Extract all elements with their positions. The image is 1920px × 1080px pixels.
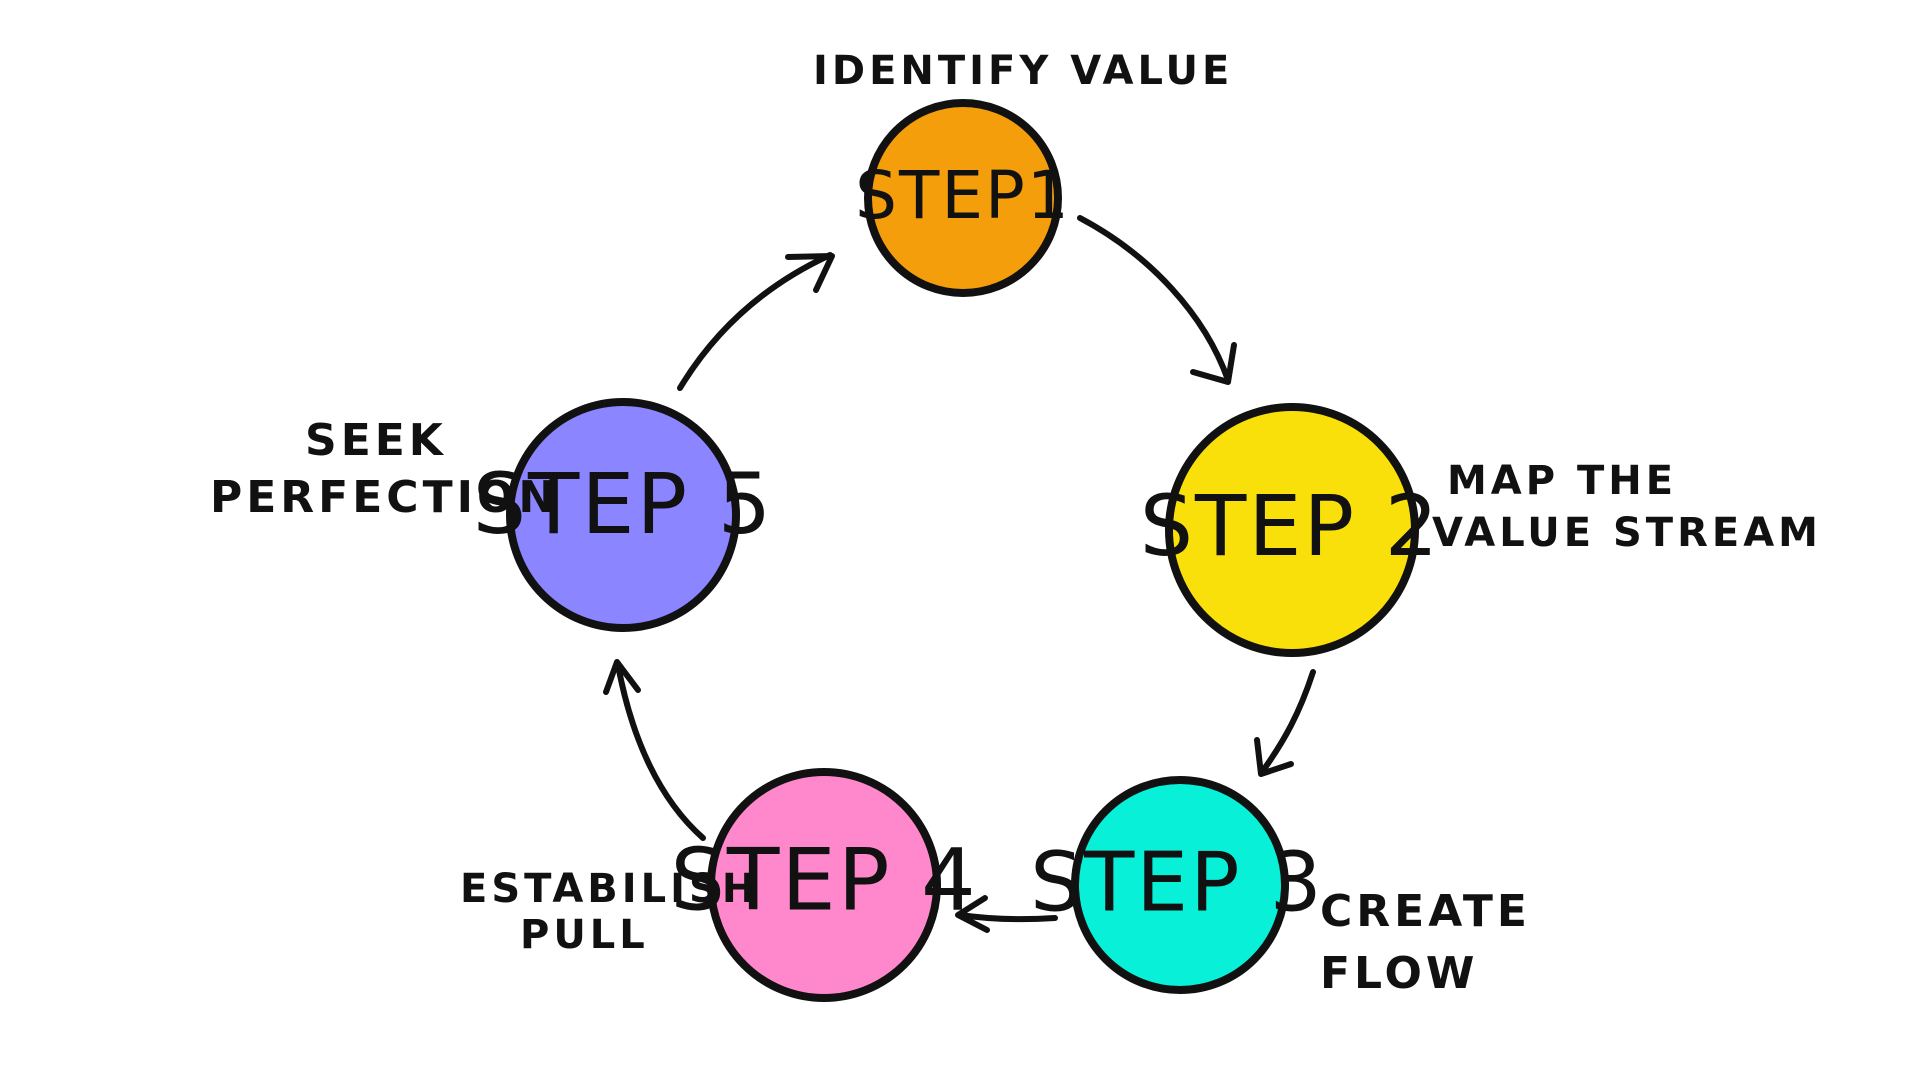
- step-1-label: STEP1: [855, 157, 1071, 234]
- arrow-step1-to-step2: [1077, 215, 1237, 385]
- step-3-caption-line-1: CREATE: [1320, 886, 1531, 937]
- step-5-caption-line-2: PERFECTION: [210, 472, 559, 523]
- step-1-circle: [864, 99, 1062, 297]
- step-4-circle: [707, 768, 941, 1002]
- step-4-caption-line-2: PULL: [520, 912, 649, 958]
- step-3-label: STEP 3: [1030, 835, 1324, 930]
- step-2-circle: [1165, 403, 1419, 657]
- cycle-arrows: [603, 215, 1316, 933]
- step-2: STEP 2 MAP THE VALUE STREAM: [1140, 403, 1822, 657]
- step-4: STEP 4 ESTABILISH PULL: [460, 768, 977, 1002]
- step-5-caption-line-1: SEEK: [305, 415, 447, 466]
- step-5-circle: [506, 398, 740, 632]
- step-1-caption: IDENTIFY VALUE: [813, 48, 1233, 94]
- step-4-caption-line-1: ESTABILISH: [460, 866, 759, 912]
- step-5: STEP 5 SEEK PERFECTION: [210, 398, 774, 632]
- step-5-label: STEP 5: [473, 455, 774, 553]
- step-2-label: STEP 2: [1140, 477, 1441, 575]
- step-1: STEP1 IDENTIFY VALUE: [813, 48, 1233, 297]
- arrow-step2-to-step3: [1254, 669, 1316, 777]
- step-3-circle: [1071, 776, 1289, 994]
- step-2-caption-line-2: VALUE STREAM: [1432, 510, 1822, 556]
- step-2-caption-line-1: MAP THE: [1447, 458, 1677, 504]
- step-4-label: STEP 4: [670, 830, 977, 930]
- step-3: STEP 3 CREATE FLOW: [1030, 776, 1531, 999]
- arrow-step4-to-step5: [603, 659, 706, 841]
- arrow-step3-to-step4: [955, 895, 1058, 933]
- arrow-step5-to-step1: [677, 252, 835, 391]
- step-3-caption-line-2: FLOW: [1320, 948, 1478, 999]
